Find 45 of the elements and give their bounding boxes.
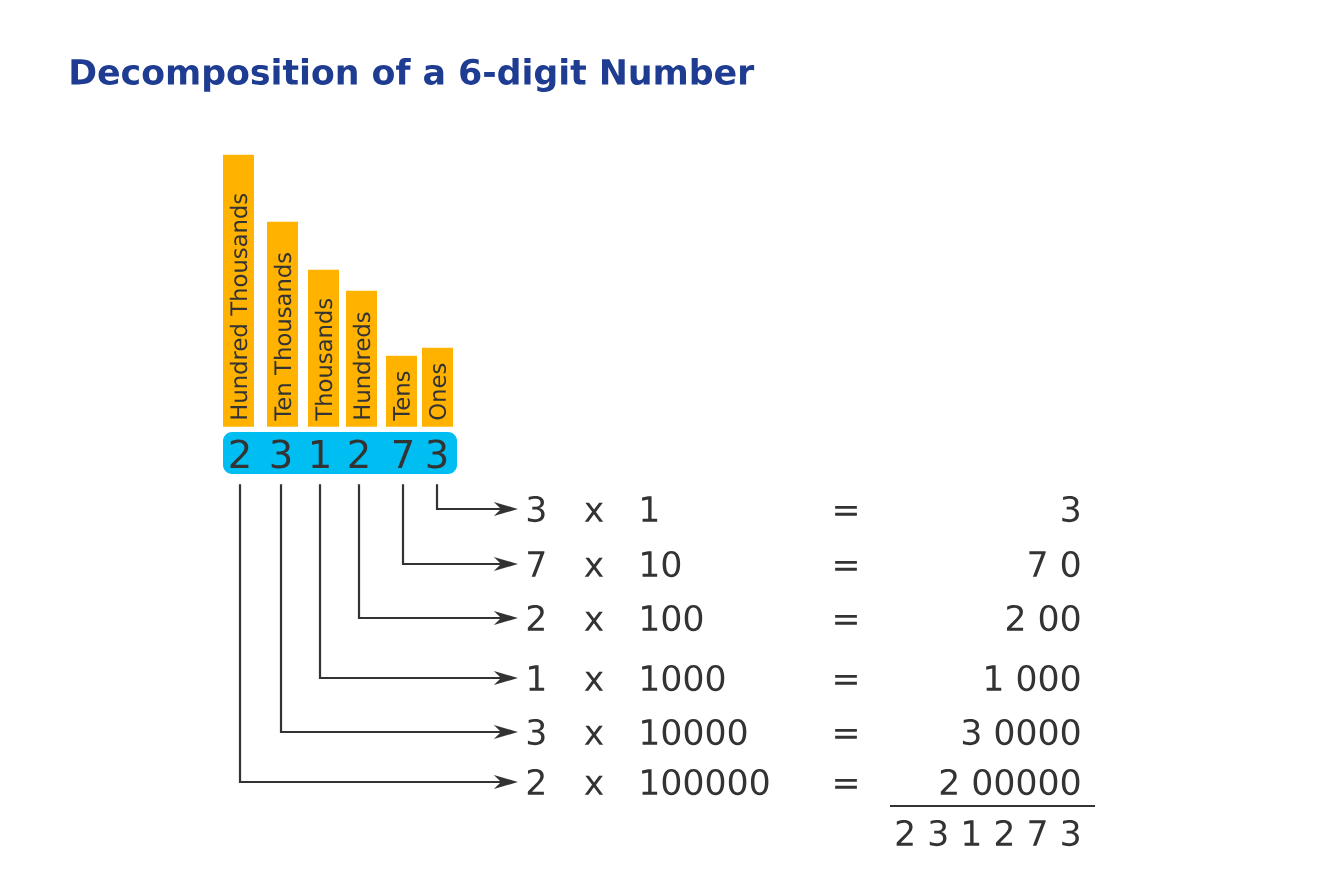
- factor-number: 100: [642, 604, 703, 632]
- digit: 1: [529, 665, 545, 691]
- equals-sign: =: [835, 614, 857, 625]
- place-value-bar: Thousands: [308, 269, 339, 427]
- digit: 2: [527, 604, 544, 631]
- digit: 2: [230, 439, 249, 468]
- digit: 3: [527, 718, 545, 746]
- equals-sign: =: [835, 778, 857, 789]
- factor-number: 10000: [642, 718, 747, 746]
- place-value-bar: Hundred Thousands: [223, 154, 254, 427]
- product-number: 2 00: [1007, 604, 1080, 632]
- multiplication-sign: x: [584, 502, 604, 522]
- factor-number: 10: [642, 550, 681, 578]
- multiplication-sign: x: [584, 725, 604, 745]
- multiplication-sign: x: [584, 611, 604, 631]
- digit: 2: [349, 439, 368, 468]
- equals-sign: =: [835, 728, 857, 739]
- factor-number: 1000: [642, 664, 725, 692]
- digit: 3: [271, 439, 291, 469]
- product-number: 7 0: [1029, 550, 1080, 578]
- place-value-bar: Hundreds: [346, 290, 377, 427]
- place-value-bar: Ten Thousands: [267, 221, 298, 427]
- product-number: 1 000: [986, 664, 1080, 692]
- sum-number: 2 3 1 2 7 3: [896, 819, 1079, 847]
- equals-sign: =: [835, 560, 857, 571]
- product-number: 3: [1062, 495, 1079, 523]
- multiplication-sign: x: [584, 671, 604, 691]
- product-number: 2 00000: [940, 768, 1080, 796]
- multiplication-sign: x: [584, 557, 604, 577]
- digit: 3: [427, 439, 447, 469]
- title: Decomposition of a 6-digit Number: [71, 58, 755, 92]
- equals-sign: =: [835, 674, 857, 685]
- digit: 2: [527, 768, 544, 795]
- factor-number: 1: [642, 496, 658, 522]
- digit: 1: [312, 439, 329, 468]
- digit: 7: [393, 439, 412, 468]
- digit: 3: [527, 495, 545, 523]
- digit: 7: [528, 551, 545, 577]
- multiplication-sign: x: [584, 775, 604, 795]
- place-value-bar: Ones: [422, 347, 453, 427]
- place-value-bar: Tens: [386, 355, 417, 427]
- product-number: 3 0000: [962, 718, 1080, 746]
- factor-number: 100000: [642, 768, 769, 796]
- digit-strip: [223, 432, 457, 474]
- equals-sign: =: [835, 505, 857, 516]
